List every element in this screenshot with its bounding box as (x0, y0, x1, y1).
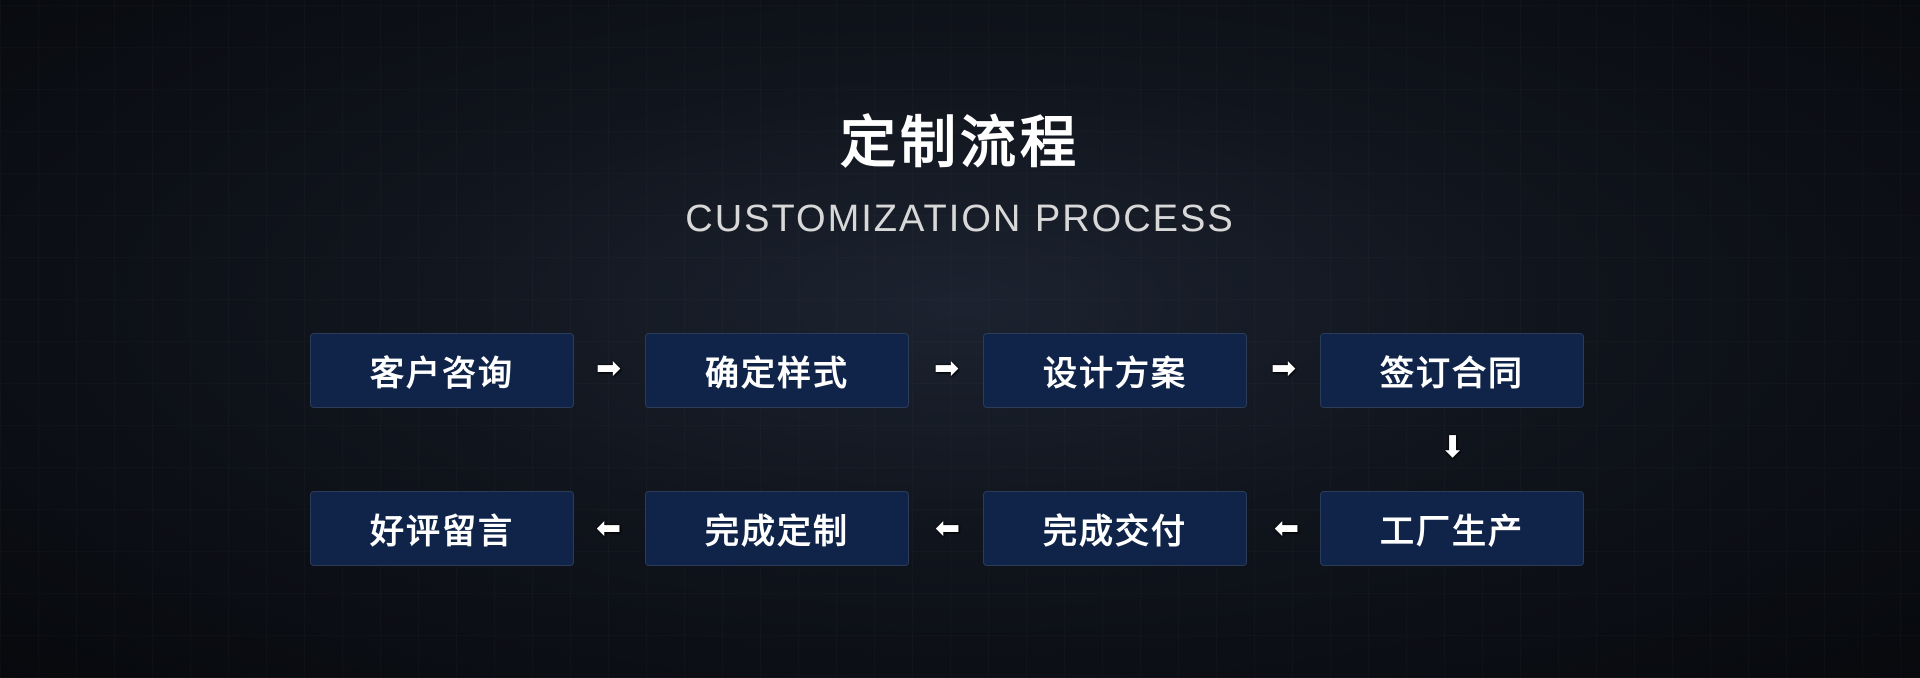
step-sign-contract: 签订合同 (1320, 333, 1584, 408)
step-customer-consult: 客户咨询 (310, 333, 574, 408)
arrow-right-icon: ➡ (596, 351, 622, 386)
arrow-left-icon: ⬅ (1274, 511, 1300, 546)
step-factory-production: 工厂生产 (1320, 491, 1584, 566)
step-delivery: 完成交付 (983, 491, 1247, 566)
step-design-plan: 设计方案 (983, 333, 1247, 408)
step-review: 好评留言 (310, 491, 574, 566)
arrow-right-icon: ➡ (1271, 351, 1297, 386)
page-subtitle: CUSTOMIZATION PROCESS (685, 198, 1235, 240)
arrow-right-icon: ➡ (934, 351, 960, 386)
step-confirm-style: 确定样式 (645, 333, 909, 408)
arrow-left-icon: ⬅ (596, 511, 622, 546)
arrow-left-icon: ⬅ (935, 511, 961, 546)
page-title: 定制流程 (840, 111, 1080, 176)
step-customization-done: 完成定制 (645, 491, 909, 566)
arrow-down-icon: ⬇ (1440, 430, 1466, 465)
